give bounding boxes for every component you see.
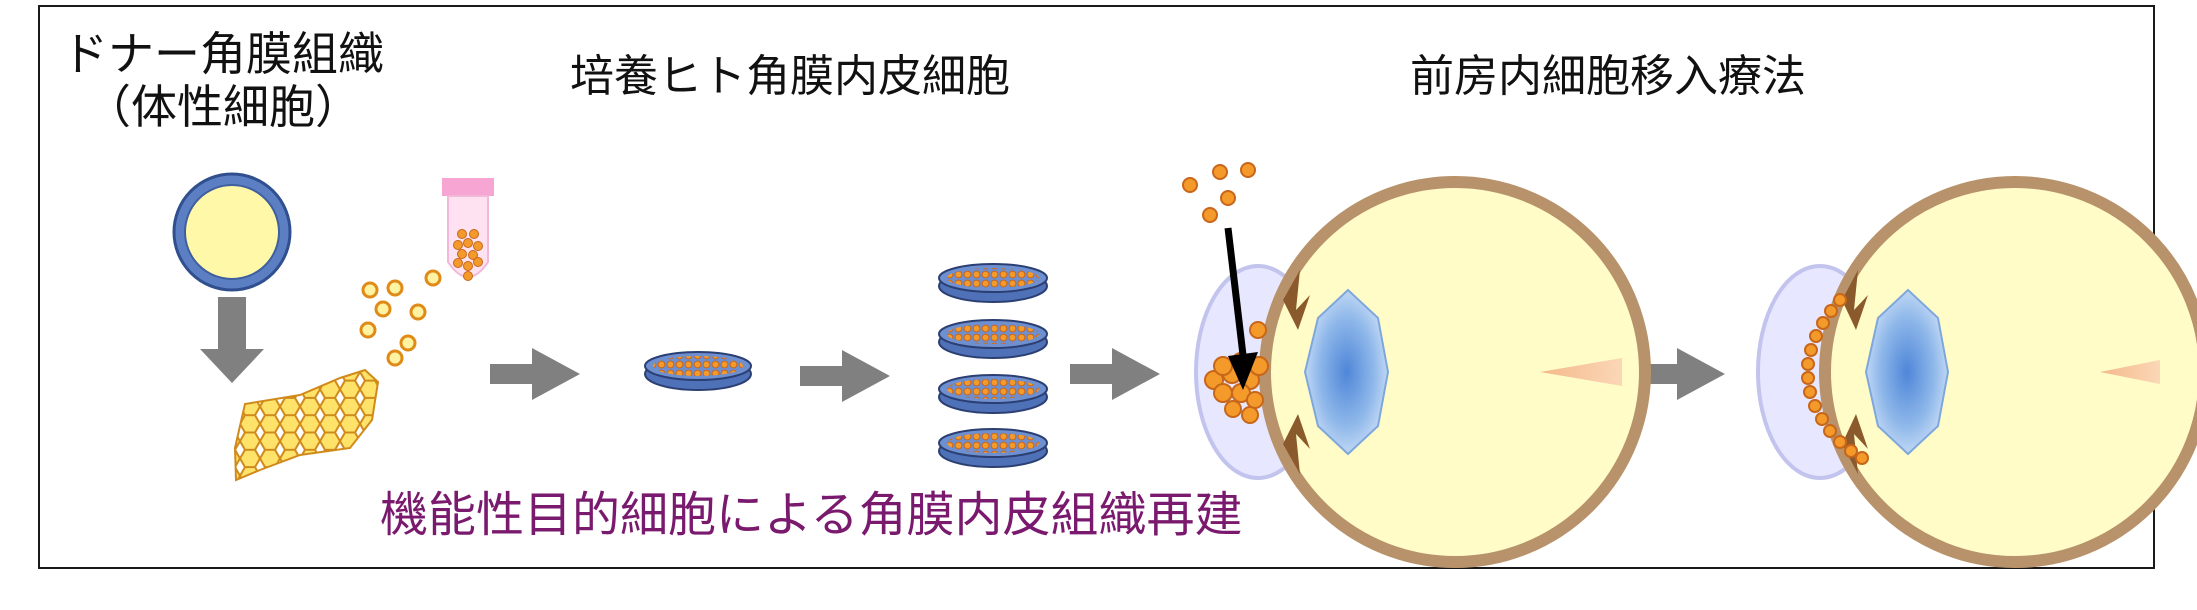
bottom-caption: 機能性目的細胞による角膜内皮組織再建: [380, 487, 1243, 543]
culture-dish-single: [644, 351, 752, 391]
donor-title-line1: ドナー角膜組織: [62, 27, 384, 81]
donor-tissue-title: ドナー角膜組織 （体性細胞）: [62, 28, 384, 134]
stack-dish-3: [938, 374, 1048, 414]
eye-reconstructed: [1756, 176, 2197, 568]
donor-title-line2: （体性細胞）: [85, 79, 361, 134]
stack-dish-1: [938, 263, 1048, 303]
stack-dish-2: [938, 319, 1048, 359]
test-tube: [442, 178, 494, 281]
culture-dish-stack: [938, 263, 1048, 468]
injected-cells: [1182, 162, 1256, 223]
down-arrow: [200, 297, 264, 383]
arrow-1: [490, 348, 580, 400]
dissociated-cells: [359, 269, 442, 367]
stack-dish-4: [938, 428, 1048, 468]
arrow-3: [1070, 348, 1160, 400]
donor-cornea-disc: [172, 172, 292, 292]
therapy-title: 前房内細胞移入療法: [1410, 51, 1806, 102]
honeycomb-tissue: [233, 368, 380, 482]
eye-injection: [1194, 176, 1651, 568]
arrow-2: [800, 350, 890, 402]
cultured-cells-title: 培養ヒト角膜内皮細胞: [570, 51, 1010, 102]
